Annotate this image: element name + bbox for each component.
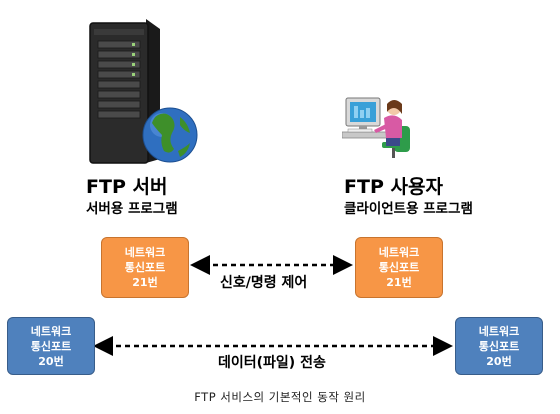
server-title: FTP 서버 bbox=[86, 176, 168, 198]
client-data-port: 네트워크 통신포트 20번 bbox=[455, 317, 543, 375]
port-line-3: 21번 bbox=[132, 276, 158, 289]
port-line-3: 20번 bbox=[38, 354, 64, 368]
port-line-2: 통신포트 bbox=[124, 261, 166, 274]
port-line-2: 통신포트 bbox=[30, 339, 72, 353]
port-line-1: 네트워크 bbox=[478, 324, 520, 338]
figure-caption: FTP 서비스의 기본적인 동작 원리 bbox=[194, 390, 366, 404]
server-icon bbox=[82, 15, 202, 165]
port-line-3: 21번 bbox=[386, 276, 412, 289]
client-control-port: 네트워크 통신포트 21번 bbox=[355, 237, 443, 298]
port-line-1: 네트워크 bbox=[378, 246, 420, 259]
port-line-1: 네트워크 bbox=[124, 246, 166, 259]
user-computer-icon bbox=[341, 96, 414, 162]
port-line-1: 네트워크 bbox=[30, 324, 72, 338]
port-line-3: 20번 bbox=[486, 354, 512, 368]
control-connection-label: 신호/명령 제어 bbox=[218, 272, 310, 292]
server-subtitle: 서버용 프로그램 bbox=[86, 201, 178, 217]
client-title: FTP 사용자 bbox=[344, 176, 443, 198]
server-control-port: 네트워크 통신포트 21번 bbox=[101, 237, 189, 298]
data-connection-label: 데이터(파일) 전송 bbox=[216, 352, 328, 372]
port-line-2: 통신포트 bbox=[378, 261, 420, 274]
port-line-2: 통신포트 bbox=[478, 339, 520, 353]
server-data-port: 네트워크 통신포트 20번 bbox=[7, 317, 95, 375]
client-subtitle: 클라이언트용 프로그램 bbox=[344, 201, 473, 217]
